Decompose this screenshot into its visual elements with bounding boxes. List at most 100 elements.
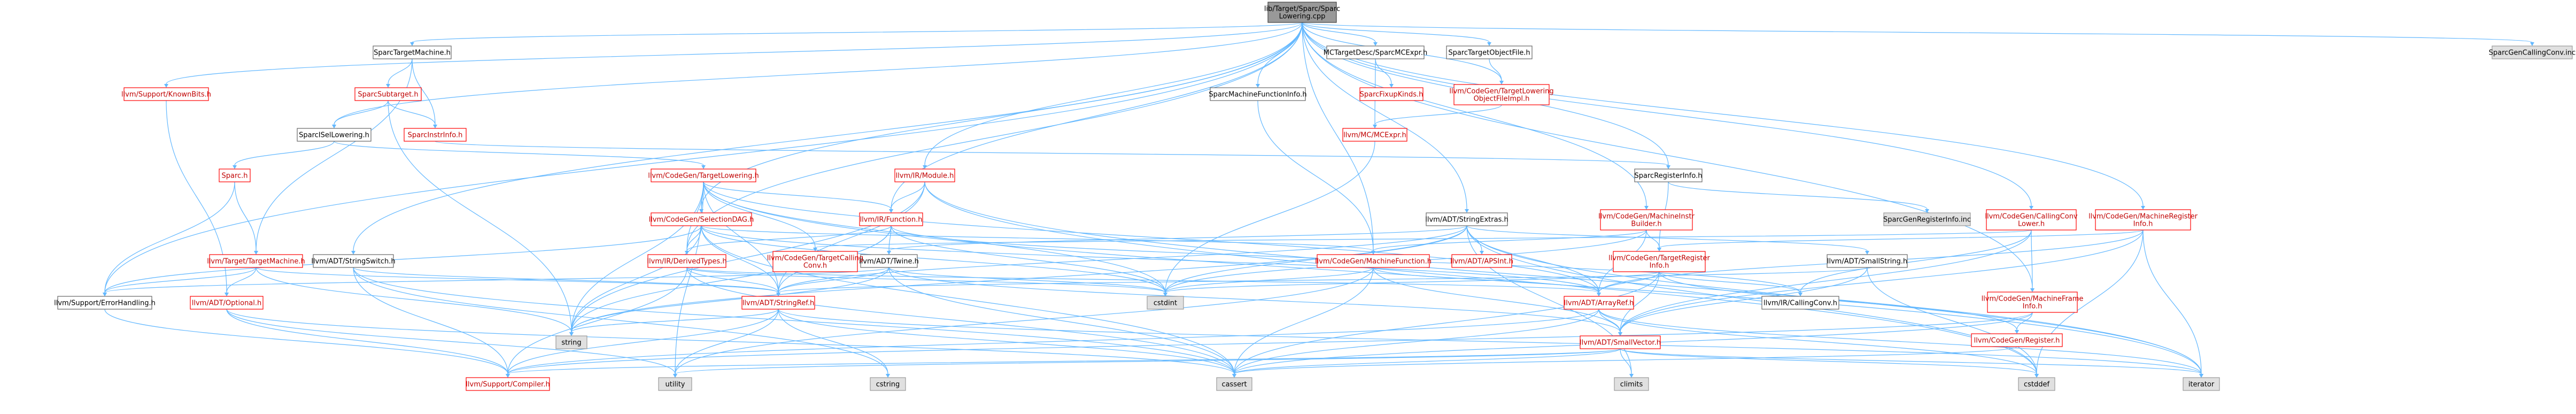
node-label: SparcRegisterInfo.h [1635, 172, 1703, 180]
node-label: SparcTargetMachine.h [374, 49, 451, 57]
node-adt-string-extras[interactable]: llvm/ADT/StringExtras.h [1425, 212, 1509, 226]
node-box [1634, 168, 1703, 182]
node-adt-string-switch[interactable]: llvm/ADT/StringSwitch.h [311, 254, 396, 268]
node-box [1613, 251, 1706, 272]
node-sparc-subtarget[interactable]: SparcSubtarget.h [354, 87, 422, 101]
node-box [123, 87, 209, 101]
edge-arrowhead-sparc_target_object_file-to-target_lowering_object_file_impl [1499, 81, 1504, 85]
node-sparc-isel-lowering[interactable]: SparcISelLowering.h [297, 128, 372, 142]
node-sparc-instr-info[interactable]: SparcInstrInfo.h [404, 128, 467, 142]
edge-calling_conv_lower-to-machine_frame_info [2031, 229, 2033, 289]
node-box [57, 296, 152, 310]
edge-adt_small_string-to-cstddef [1867, 267, 2037, 374]
edge-ir_module-to-string [571, 181, 925, 333]
node-label: llvm/CodeGen/MachineFunction.h [1315, 258, 1432, 266]
edge-root-to-known_bits [166, 22, 1303, 85]
node-label: llvm/CodeGen/Register.h [1974, 337, 2060, 345]
edge-target_register_info-to-adt_small_vector [1620, 271, 1660, 333]
edge-machine_frame_info-to-codegen_register [2016, 312, 2033, 331]
node-utility[interactable]: utility [658, 377, 692, 391]
edge-arrowhead-root-to-machine_register_info [2141, 206, 2145, 210]
node-label: llvm/CodeGen/MachineRegister [2088, 213, 2198, 221]
node-sparc-fixup-kinds[interactable]: SparcFixupKinds.h [1359, 87, 1424, 101]
node-codegen-register[interactable]: llvm/CodeGen/Register.h [1971, 333, 2063, 347]
node-sparc-gen-calling-conv[interactable]: SparcGenCallingConv.inc [2489, 45, 2575, 59]
node-ir-function[interactable]: llvm/IR/Function.h [859, 212, 923, 226]
node-label: llvm/IR/Function.h [860, 216, 923, 224]
node-cstdint[interactable]: cstdint [1147, 296, 1184, 310]
edge-calling_conv_lower-to-target_calling_conv [815, 229, 2032, 248]
edge-arrowhead-target_lowering_object_file_impl-to-mc_expr [1373, 125, 1377, 128]
node-adt-small-string[interactable]: llvm/ADT/SmallString.h [1827, 254, 1908, 268]
edge-adt_small_vector-to-support_compiler [507, 348, 1621, 374]
node-sparc-machine-function-info[interactable]: SparcMachineFunctionInfo.h [1209, 87, 1307, 101]
node-label: llvm/Support/ErrorHandling.h [54, 300, 156, 308]
node-ir-derived-types[interactable]: llvm/IR/DerivedTypes.h [647, 254, 727, 268]
edge-root-to-mc_target_desc_sparc_mc_expr [1302, 22, 1376, 43]
node-support-error-handling[interactable]: llvm/Support/ErrorHandling.h [54, 296, 156, 310]
edge-adt_string_extras-to-adt_twine [888, 225, 1467, 251]
edge-sparc_subtarget-to-sparc_isel_lowering [334, 100, 389, 125]
node-climits[interactable]: climits [1614, 377, 1649, 391]
node-label: llvm/IR/Module.h [896, 172, 954, 180]
node-sparc-target-object-file[interactable]: SparcTargetObjectFile.h [1446, 45, 1533, 59]
node-adt-twine[interactable]: llvm/ADT/Twine.h [859, 254, 919, 268]
node-cstddef[interactable]: cstddef [2018, 377, 2055, 391]
edge-arrowhead-root-to-calling_conv_lower [2029, 206, 2033, 210]
node-label: llvm/Support/Compiler.h [466, 381, 550, 389]
node-mc-target-desc-sparc-mc-expr[interactable]: MCTargetDesc/SparcMCExpr.h [1324, 45, 1427, 59]
edge-arrowhead-adt_small_vector-to-cstddef [2035, 374, 2039, 378]
node-cassert[interactable]: cassert [1216, 377, 1252, 391]
edge-sparc_instr_info-to-sparc_register_info [435, 141, 1669, 166]
node-mc-expr[interactable]: llvm/MC/MCExpr.h [1342, 128, 1407, 142]
edge-root-to-adt_string_extras [1302, 22, 1467, 210]
node-string[interactable]: string [555, 335, 587, 349]
node-codegen-target-lowering[interactable]: llvm/CodeGen/TargetLowering.h [648, 168, 759, 182]
edge-adt_string_ref-to-cstring [778, 309, 888, 374]
node-sparc-h[interactable]: Sparc.h [219, 168, 251, 182]
node-label: SparcGenRegisterInfo.inc [1883, 216, 1971, 224]
node-target-target-machine[interactable]: llvm/Target/TargetMachine.h [207, 254, 305, 268]
node-iterator[interactable]: iterator [2183, 377, 2220, 391]
node-sparc-target-machine[interactable]: SparcTargetMachine.h [373, 45, 452, 59]
node-ir-calling-conv[interactable]: llvm/IR/CallingConv.h [1761, 296, 1839, 310]
node-label: Sparc.h [221, 172, 247, 180]
node-box [2183, 377, 2220, 391]
edge-adt_string_ref-to-support_compiler [507, 309, 779, 374]
node-adt-string-ref[interactable]: llvm/ADT/StringRef.h [741, 296, 815, 310]
node-label: llvm/IR/CallingConv.h [1763, 300, 1837, 308]
node-box [313, 254, 394, 268]
node-adt-array-ref[interactable]: llvm/ADT/ArrayRef.h [1564, 296, 1634, 310]
node-sparc-register-info[interactable]: SparcRegisterInfo.h [1634, 168, 1703, 182]
node-box [1317, 254, 1430, 268]
node-adt-apsint[interactable]: llvm/ADT/APSInt.h [1450, 254, 1513, 268]
node-adt-optional[interactable]: llvm/ADT/Optional.h [190, 296, 264, 310]
node-box [658, 377, 692, 391]
node-sparc-gen-register-info[interactable]: SparcGenRegisterInfo.inc [1883, 212, 1971, 226]
edge-target_target_machine-to-adt_string_ref [256, 267, 779, 293]
node-target-lowering-object-file-impl[interactable]: llvm/CodeGen/TargetLoweringObjectFileImp… [1449, 84, 1554, 105]
node-box [1453, 84, 1550, 105]
node-known-bits[interactable]: llvm/Support/KnownBits.h [121, 87, 211, 101]
edge-arrowhead-adt_string_ref-to-string [569, 332, 574, 336]
node-machine-function[interactable]: llvm/CodeGen/MachineFunction.h [1315, 254, 1432, 268]
edge-arrowhead-adt_string_extras-to-adt_apsint [1480, 251, 1484, 255]
node-ir-module[interactable]: llvm/IR/Module.h [894, 168, 955, 182]
node-selection-dag[interactable]: llvm/CodeGen/SelectionDAG.h [649, 212, 754, 226]
node-box [647, 254, 726, 268]
edge-root-to-machine_instr_builder [1302, 22, 1647, 206]
node-label: utility [666, 381, 685, 389]
edge-ir_function-to-ir_derived_types [686, 225, 892, 251]
node-adt-small-vector[interactable]: llvm/ADT/SmallVector.h [1580, 335, 1661, 349]
edge-arrowhead-sparc_target_machine-to-sparc_subtarget [386, 84, 390, 88]
node-support-compiler[interactable]: llvm/Support/Compiler.h [466, 377, 550, 391]
edge-codegen_target_lowering-to-target_calling_conv [703, 181, 816, 248]
node-cstring[interactable]: cstring [870, 377, 906, 391]
